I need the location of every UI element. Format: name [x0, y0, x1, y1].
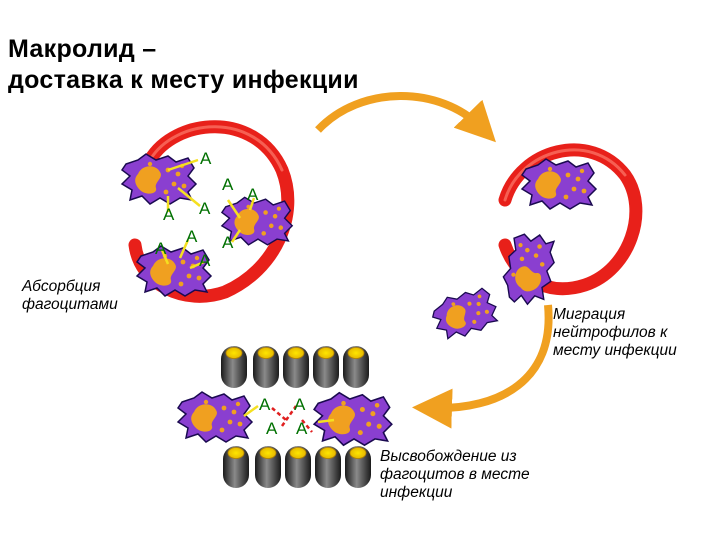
caption-migration-line-1: Миграция [553, 306, 626, 323]
tissue-cell-icon [222, 445, 250, 489]
tissue-cell-icon [254, 445, 282, 489]
released-drug-links [271, 405, 313, 433]
phagocyte-cell-icon [427, 282, 503, 345]
drug-marker: А [294, 395, 306, 414]
tissue-cells-top-row [220, 345, 370, 389]
drug-links-site [243, 404, 335, 424]
phagocyte-cell-icon [313, 391, 393, 446]
drug-marker: А [186, 227, 198, 246]
drug-marker: А [247, 185, 259, 204]
phagocyte-cell-icon [521, 158, 597, 210]
tissue-cell-icon [252, 345, 280, 389]
tissue-cell-icon [344, 445, 372, 489]
caption-migration-line-3: месту инфекции [553, 342, 677, 359]
caption-release-line-3: инфекции [380, 484, 453, 501]
caption-absorption-line-1: Абсорбция [22, 278, 101, 295]
caption-release-line-2: фагоцитов в месте [380, 466, 530, 483]
caption-migration: Миграция нейтрофилов к месту инфекции [553, 306, 677, 360]
drug-marker: А [296, 419, 308, 438]
caption-migration-line-2: нейтрофилов к [553, 324, 668, 341]
drug-marker: А [155, 239, 167, 258]
phagocyte-cell-icon [121, 153, 197, 205]
tissue-cell-icon [220, 345, 248, 389]
drug-marker: А [200, 149, 212, 168]
phagocyte-cell-icon [177, 391, 253, 443]
caption-absorption: Абсорбция фагоцитами [22, 278, 118, 314]
drug-marker: А [163, 205, 175, 224]
caption-absorption-line-2: фагоцитами [22, 296, 118, 313]
title-line-1: Макролид – [8, 35, 157, 63]
tissue-cell-icon [342, 345, 370, 389]
caption-release: Высвобождение из фагоцитов в месте инфек… [380, 448, 530, 502]
curved-arrow-icon [412, 304, 553, 429]
drug-markers-left: А А А А А А А А А [155, 149, 259, 270]
tissue-cell-icon [284, 445, 312, 489]
tissue-cell-icon [314, 445, 342, 489]
drug-links-left [160, 158, 256, 270]
page-title: Макролид – доставка к месту инфекции [8, 34, 359, 96]
drug-marker: А [222, 233, 234, 252]
drug-marker: А [199, 199, 211, 218]
tissue-cells-bottom-row [222, 445, 372, 489]
drug-marker: А [266, 419, 278, 438]
drug-marker: А [199, 251, 211, 270]
tissue-cell-icon [312, 345, 340, 389]
title-line-2: доставка к месту инфекции [8, 66, 359, 94]
drug-marker: А [259, 395, 271, 414]
tissue-cell-icon [282, 345, 310, 389]
drug-marker: А [222, 175, 234, 194]
curved-arrow-icon [315, 92, 496, 143]
caption-release-line-1: Высвобождение из [380, 448, 517, 465]
drug-markers-site: А А А А [259, 395, 308, 438]
